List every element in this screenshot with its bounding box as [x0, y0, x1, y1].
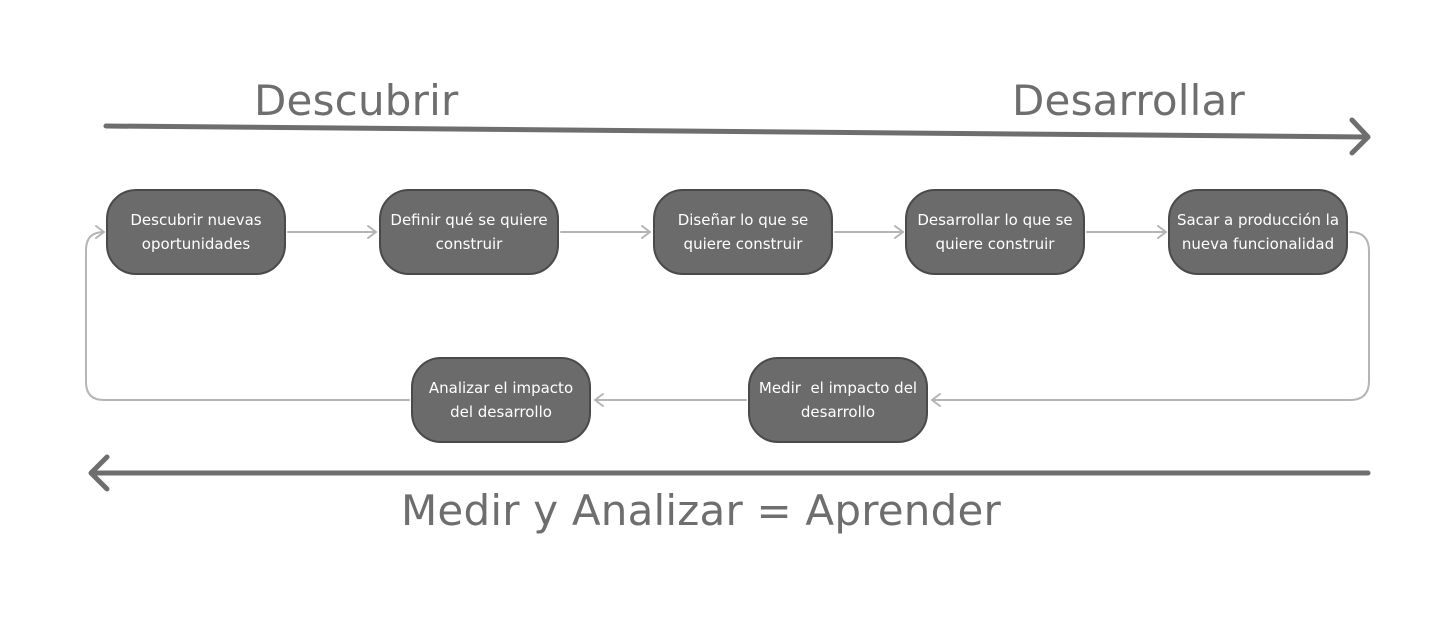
connector-define-design: [560, 225, 651, 239]
node-label: Medir el impacto del desarrollo: [758, 379, 922, 421]
bottom-label: Medir y Analizar = Aprender: [401, 486, 1001, 535]
node-define-what-to-build[interactable]: Definir qué se quiere construir: [379, 189, 559, 275]
node-label: Desarrollar lo que se quiere construir: [917, 211, 1078, 253]
node-label: Definir qué se quiere construir: [390, 211, 553, 253]
top-left-label: Descubrir: [254, 76, 459, 125]
connector-discover-define: [287, 225, 377, 239]
connector-release-measure: [931, 231, 1370, 407]
connector-develop-release: [1086, 225, 1167, 239]
node-measure-impact[interactable]: Medir el impacto del desarrollo: [748, 357, 928, 443]
node-design[interactable]: Diseñar lo que se quiere construir: [653, 189, 833, 275]
node-analyze-impact[interactable]: Analizar el impacto del desarrollo: [411, 357, 591, 443]
bottom-arrow-head: [88, 454, 110, 492]
node-label: Sacar a producción la nueva funcionalida…: [1176, 211, 1344, 253]
node-label: Descubrir nuevas oportunidades: [130, 211, 267, 253]
connectors: [85, 225, 1370, 407]
bottom-direction-arrow: [88, 454, 1371, 492]
node-release[interactable]: Sacar a producción la nueva funcionalida…: [1168, 189, 1348, 275]
connector-measure-analyze: [594, 393, 747, 407]
connector-design-develop: [834, 225, 904, 239]
top-arrow-head: [1349, 117, 1371, 156]
top-right-label: Desarrollar: [1012, 76, 1245, 125]
node-discover-opportunities[interactable]: Descubrir nuevas oportunidades: [106, 189, 286, 275]
top-arrow-shaft: [103, 123, 1369, 140]
connector-analyze-discover: [85, 225, 410, 401]
node-label: Diseñar lo que se quiere construir: [677, 211, 814, 253]
node-develop[interactable]: Desarrollar lo que se quiere construir: [905, 189, 1085, 275]
top-direction-arrow: [103, 117, 1371, 156]
node-label: Analizar el impacto del desarrollo: [428, 379, 578, 421]
